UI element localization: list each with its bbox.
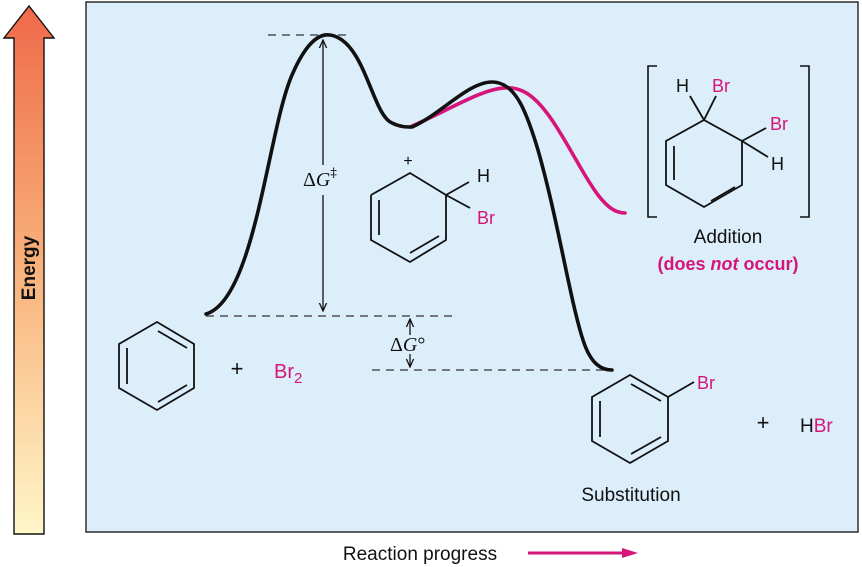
addition-product-structure — [665, 95, 769, 209]
bromobenzene-bromine: Br — [697, 373, 715, 393]
reaction-progress-arrow — [528, 548, 638, 558]
addition-hydrogen-top: H — [676, 76, 689, 96]
benzene-structure — [118, 320, 195, 412]
addition-bromine-right: Br — [770, 114, 788, 134]
addition-pathway-curve — [408, 85, 627, 215]
substitution-label: Substitution — [581, 485, 680, 506]
activation-energy-arrow — [300, 40, 346, 311]
reaction-progress-label: Reaction progress — [343, 544, 497, 565]
free-energy-change-label: ΔG° — [390, 334, 425, 356]
energy-axis-arrow — [2, 4, 56, 535]
bromine-reactant: Br2 — [274, 361, 302, 387]
addition-label: Addition — [694, 227, 763, 248]
reactant-plus-sign: + — [231, 356, 244, 381]
intermediate-bromine: Br — [477, 208, 495, 228]
activation-energy-label: ΔG‡ — [303, 166, 337, 191]
diagram-panel — [85, 1, 859, 533]
bromobenzene-structure — [591, 373, 695, 465]
product-plus-sign: + — [757, 410, 770, 435]
addition-product-brackets — [647, 65, 810, 218]
hydrogen-bromide: HBr — [800, 416, 833, 437]
substitution-pathway-curve — [204, 33, 614, 372]
addition-hydrogen-right: H — [771, 154, 784, 174]
addition-note: (does not occur) — [657, 254, 798, 274]
intermediate-positive-charge: + — [403, 153, 412, 170]
addition-bromine-top: Br — [712, 76, 730, 96]
arenium-intermediate-structure — [370, 171, 471, 264]
energy-axis-label: Energy — [19, 235, 40, 300]
dashed-reference-lines — [206, 34, 612, 371]
intermediate-hydrogen: H — [477, 166, 490, 186]
